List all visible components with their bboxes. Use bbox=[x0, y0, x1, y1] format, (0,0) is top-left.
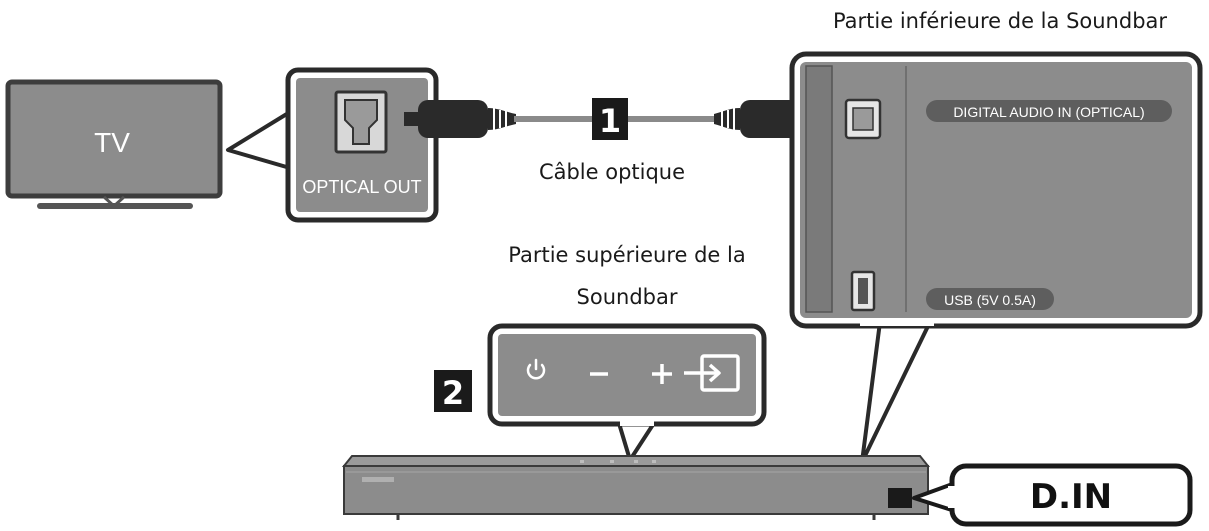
step-1-number: 1 bbox=[599, 102, 621, 140]
display-window bbox=[888, 488, 912, 508]
power-icon bbox=[526, 358, 546, 380]
usb-label: USB (5V 0.5A) bbox=[944, 292, 1036, 308]
step-2-badge bbox=[434, 370, 472, 412]
tv: TV bbox=[5, 79, 223, 209]
bottom-panel-caption: Partie inférieure de la Soundbar bbox=[833, 9, 1167, 33]
optical-in-label-pill bbox=[926, 100, 1172, 122]
display-label: D.IN bbox=[1030, 477, 1112, 517]
soundbar bbox=[341, 455, 931, 520]
source-icon bbox=[684, 354, 740, 392]
tv-label: TV bbox=[94, 127, 130, 158]
tv-stand-neck bbox=[102, 195, 126, 209]
optical-in-port-icon bbox=[844, 98, 882, 140]
step-1-badge bbox=[592, 98, 628, 140]
step-2-number: 2 bbox=[442, 374, 464, 412]
volume-up-icon bbox=[652, 364, 672, 384]
rear-panel: DIGITAL AUDIO IN (OPTICAL) USB (5V 0.5A) bbox=[789, 51, 1203, 464]
optical-port-icon bbox=[334, 90, 388, 154]
optical-out-panel: OPTICAL OUT bbox=[285, 67, 439, 223]
optical-out-label: OPTICAL OUT bbox=[302, 177, 421, 197]
rear-panel-pointer bbox=[860, 321, 932, 464]
usb-port-icon bbox=[850, 270, 876, 312]
tv-screen bbox=[5, 79, 223, 199]
top-panel-caption-line2: Soundbar bbox=[577, 285, 678, 309]
cable-label: Câble optique bbox=[539, 160, 685, 184]
display-callout: D.IN bbox=[912, 463, 1193, 527]
top-panel bbox=[487, 323, 767, 462]
top-panel-caption-line1: Partie supérieure de la bbox=[508, 243, 745, 267]
usb-label-pill bbox=[926, 288, 1054, 310]
optical-in-label: DIGITAL AUDIO IN (OPTICAL) bbox=[953, 104, 1144, 120]
tv-callout-pointer bbox=[226, 110, 292, 170]
